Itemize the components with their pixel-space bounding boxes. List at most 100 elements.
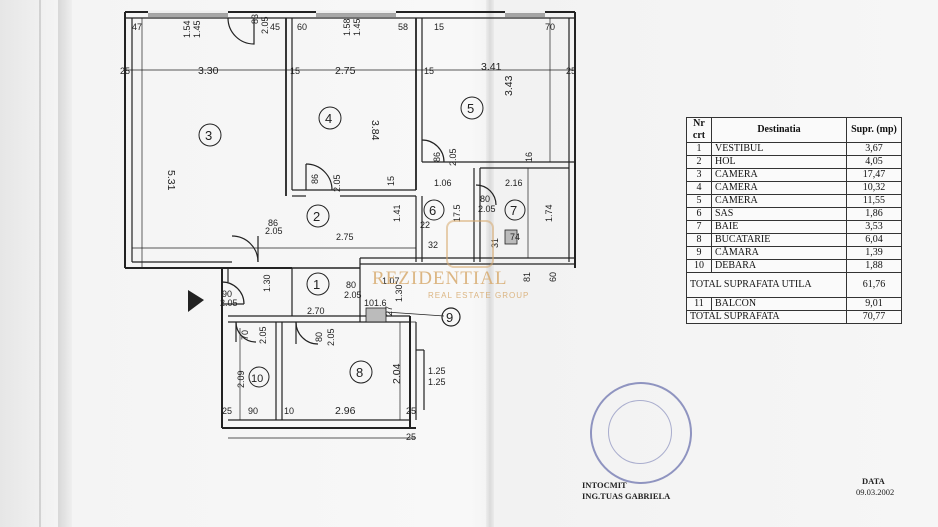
- dim: 86: [310, 174, 320, 184]
- dim: 3.84: [369, 120, 381, 141]
- dim: 25: [406, 406, 416, 416]
- room-2-label: 2: [313, 209, 320, 224]
- dim: 81: [522, 272, 532, 282]
- dim: 90: [222, 289, 232, 299]
- total-util-row: TOTAL SUPRAFATA UTILA 61,76: [686, 272, 902, 298]
- watermark-tagline: REAL ESTATE GROUP: [428, 291, 530, 300]
- dim: 25: [120, 66, 130, 76]
- dim: 1.54: [182, 20, 192, 38]
- dim: 1.07: [382, 276, 400, 286]
- dim: 1.45: [352, 18, 362, 36]
- dim: 1.45: [192, 20, 202, 38]
- cell-dest: CAMERA: [711, 168, 847, 182]
- total-label: TOTAL SUPRAFATA: [686, 310, 847, 324]
- cell-dest: HOL: [711, 155, 847, 169]
- dim: 1.06: [434, 178, 452, 188]
- dim: 15: [434, 22, 444, 32]
- watermark-brand: REZIDENTIAL: [372, 268, 508, 289]
- cell-dest: VESTIBUL: [711, 142, 847, 156]
- cell-supr: 1,88: [846, 259, 902, 273]
- cell-nr: 4: [686, 181, 712, 195]
- room-10-label: 10: [251, 373, 263, 385]
- watermark-logo: [446, 220, 494, 268]
- entry-arrow-icon: [188, 290, 204, 312]
- dim: 86: [432, 152, 442, 162]
- cell-dest: BAIE: [711, 220, 847, 234]
- cell-dest: BUCATARIE: [711, 233, 847, 247]
- dim: 80: [314, 332, 324, 342]
- room-5-label: 5: [467, 101, 474, 116]
- room-8-label: 8: [356, 365, 363, 380]
- dim: 2.05: [260, 16, 270, 34]
- dim: 2.05: [258, 326, 268, 344]
- dim: 2.05: [326, 328, 336, 346]
- date-value: 09.03.2002: [856, 487, 895, 497]
- cell-nr: 8: [686, 233, 712, 247]
- cell-supr: 10,32: [846, 181, 902, 195]
- dim: 2.05: [448, 148, 458, 166]
- dim: 60: [297, 22, 307, 32]
- dim: 3.30: [198, 65, 219, 77]
- cell-supr: 9,01: [846, 297, 902, 311]
- date-label: DATA: [862, 476, 885, 486]
- header-destinatia: Destinatia: [711, 117, 847, 143]
- dim: 60: [548, 272, 558, 282]
- header-supr: Supr. (mp): [846, 117, 902, 143]
- dim: 1.25: [428, 377, 446, 387]
- dim: 31: [490, 238, 500, 248]
- dim: 90: [248, 406, 258, 416]
- cell-supr: 11,55: [846, 194, 902, 208]
- dim: 25: [222, 406, 232, 416]
- dim: 2.16: [505, 178, 523, 188]
- cell-nr: 2: [686, 155, 712, 169]
- cell-supr: 6,04: [846, 233, 902, 247]
- dim: 45: [270, 22, 280, 32]
- cell-dest: DEBARA: [711, 259, 847, 273]
- total-row: TOTAL SUPRAFATA 70,77: [686, 310, 902, 324]
- dim: 2.70: [307, 306, 325, 316]
- cell-dest: CAMERA: [711, 194, 847, 208]
- cell-supr: 3,53: [846, 220, 902, 234]
- dim: 25: [406, 432, 416, 442]
- dim: 70: [545, 22, 555, 32]
- dim: 2.05: [478, 204, 496, 214]
- room-4-label: 4: [325, 111, 332, 126]
- cell-supr: 17,47: [846, 168, 902, 182]
- dim: 3.41: [481, 61, 502, 73]
- dim: 15: [290, 66, 300, 76]
- cell-dest: SAS: [711, 207, 847, 221]
- dim: 70: [240, 330, 250, 340]
- dim: 2.09: [236, 370, 246, 388]
- cell-nr: 10: [686, 259, 712, 273]
- dim: 5.31: [165, 170, 177, 191]
- total-value: 70,77: [846, 310, 902, 324]
- dim: 1.25: [428, 366, 446, 376]
- cell-nr: 6: [686, 207, 712, 221]
- dim: 83: [250, 14, 260, 24]
- dim: 80: [480, 194, 490, 204]
- dim: 2.05: [220, 298, 238, 308]
- dim: 47: [132, 22, 142, 32]
- room-7-label: 7: [510, 203, 517, 218]
- room-1-label: 1: [313, 277, 320, 292]
- cell-nr: 5: [686, 194, 712, 208]
- official-stamp-inner: [608, 400, 672, 464]
- dim: 1.74: [544, 204, 554, 222]
- dim: 1.41: [392, 204, 402, 222]
- dim: 1.58: [342, 18, 352, 36]
- dim: 25: [566, 66, 576, 76]
- cell-nr: 11: [686, 297, 712, 311]
- dim: 74: [510, 232, 520, 242]
- intocmit-label: INTOCMIT: [582, 480, 627, 490]
- room-3-label: 3: [205, 128, 212, 143]
- dim: 10: [364, 298, 374, 308]
